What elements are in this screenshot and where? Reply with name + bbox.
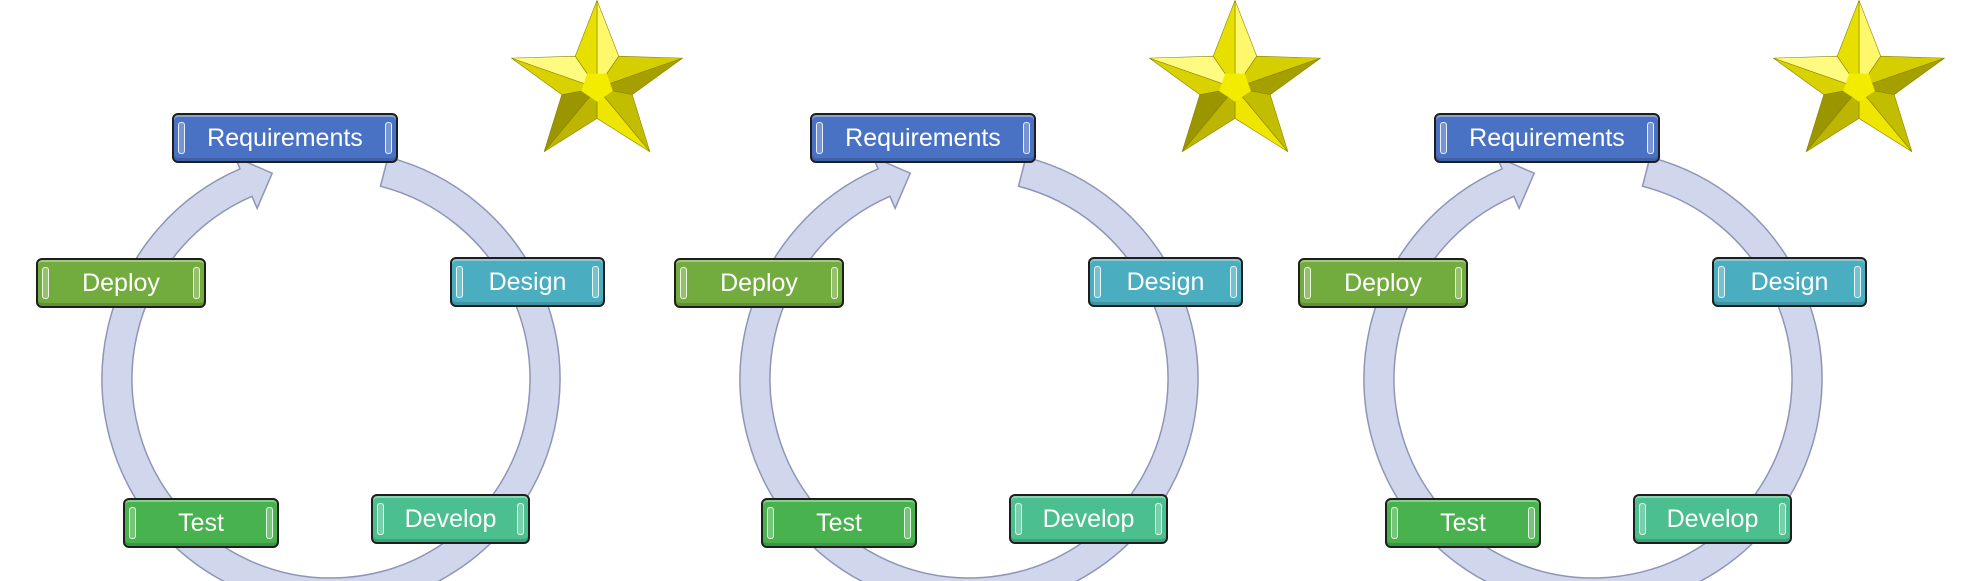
develop-stage-label: Develop — [1042, 504, 1135, 533]
deploy-stage-box: Deploy — [674, 258, 844, 308]
cycle-arrow — [101, 155, 561, 581]
test-stage-label: Test — [178, 508, 224, 537]
cycle-arrow — [739, 155, 1199, 581]
cycle-arrow — [1363, 155, 1823, 581]
design-stage-label: Design — [488, 267, 567, 296]
develop-stage-label: Develop — [404, 504, 497, 533]
design-stage-box: Design — [450, 257, 605, 307]
test-stage-box: Test — [123, 498, 279, 548]
deploy-stage-label: Deploy — [82, 268, 160, 297]
requirements-stage-label: Requirements — [845, 123, 1001, 152]
test-stage-label: Test — [816, 508, 862, 537]
requirements-stage-label: Requirements — [207, 123, 363, 152]
develop-stage-box: Develop — [371, 494, 530, 544]
design-stage-box: Design — [1088, 257, 1243, 307]
requirements-stage-box: Requirements — [810, 113, 1036, 163]
star-icon — [1149, 0, 1321, 152]
develop-stage-box: Develop — [1633, 494, 1792, 544]
test-stage-label: Test — [1440, 508, 1486, 537]
develop-stage-box: Develop — [1009, 494, 1168, 544]
design-stage-label: Design — [1126, 267, 1205, 296]
deploy-stage-label: Deploy — [1344, 268, 1422, 297]
star-icon — [1773, 0, 1945, 152]
requirements-stage-box: Requirements — [1434, 113, 1660, 163]
requirements-stage-label: Requirements — [1469, 123, 1625, 152]
test-stage-box: Test — [761, 498, 917, 548]
deploy-stage-box: Deploy — [1298, 258, 1468, 308]
requirements-stage-box: Requirements — [172, 113, 398, 163]
design-stage-label: Design — [1750, 267, 1829, 296]
deploy-stage-label: Deploy — [720, 268, 798, 297]
develop-stage-label: Develop — [1666, 504, 1759, 533]
deploy-stage-box: Deploy — [36, 258, 206, 308]
design-stage-box: Design — [1712, 257, 1867, 307]
star-icon — [511, 0, 683, 152]
test-stage-box: Test — [1385, 498, 1541, 548]
